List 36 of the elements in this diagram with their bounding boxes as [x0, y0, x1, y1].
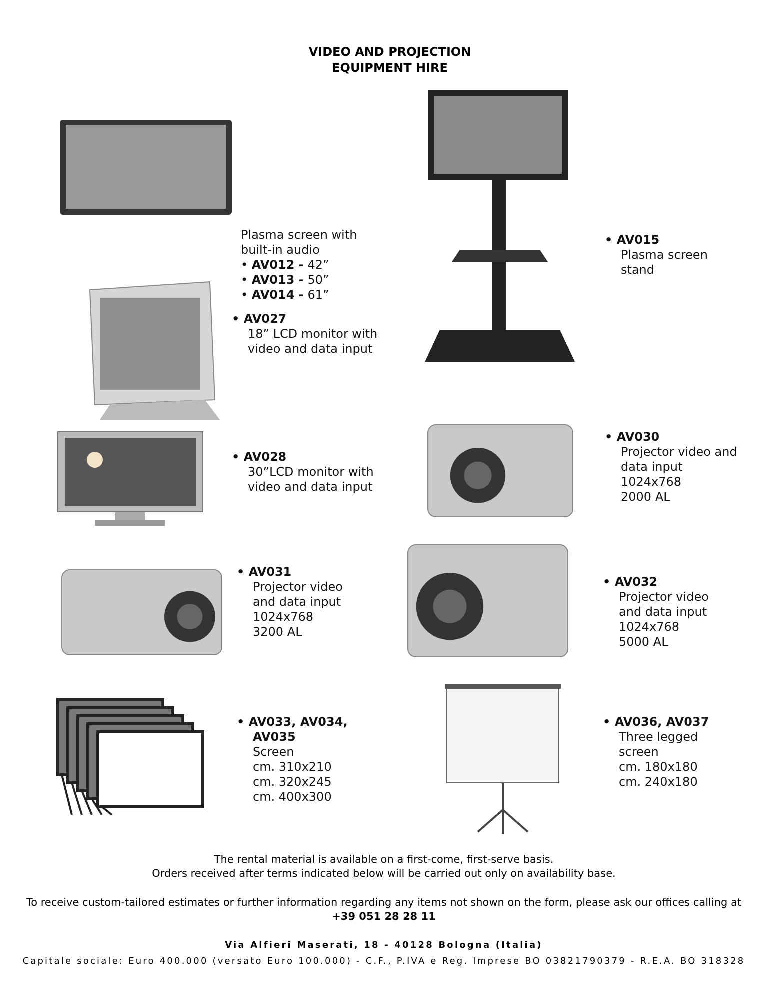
product-description: cm. 240x180	[619, 775, 699, 790]
product-code: • AV028	[232, 450, 288, 465]
product-description: 1024x768	[253, 610, 315, 625]
product-description: cm. 310x210	[253, 760, 333, 775]
product-description: Plasma screen with built-in audio	[241, 228, 358, 258]
page-title: VIDEO AND PROJECTION EQUIPMENT HIRE	[308, 44, 472, 76]
product-description: 18” LCD monitor with video and data input	[248, 327, 379, 357]
product-code: • AV036, AV037	[603, 715, 710, 730]
product-code: • AV015	[605, 233, 661, 248]
product-description: 30”LCD monitor with video and data input	[248, 465, 375, 495]
product-description: cm. 400x300	[253, 790, 333, 805]
product-description: cm. 180x180	[619, 760, 699, 775]
product-description: Projector video and data input	[619, 590, 710, 620]
product-description: Projector video and data input	[253, 580, 344, 610]
product-code-item: • AV014 - 61”	[241, 288, 330, 303]
product-description: Projector video and data input	[621, 445, 738, 475]
product-code: • AV033, AV034, AV035	[237, 715, 349, 745]
product-description: 1024x768	[621, 475, 683, 490]
product-code: • AV030	[605, 430, 661, 445]
product-code: • AV027	[232, 312, 288, 327]
product-description: 5000 AL	[619, 635, 670, 650]
product-description: 1024x768	[619, 620, 681, 635]
product-description: cm. 320x245	[253, 775, 333, 790]
product-code-item: • AV012 - 42”	[241, 258, 330, 273]
footer-text: Via Alfieri Maserati, 18 - 40128 Bologna (Italia)	[224, 941, 544, 951]
product-code: • AV031	[237, 565, 293, 580]
note-text: The rental material is available on a first-come, first-serve basis.	[213, 853, 555, 867]
footer-text: Capitale sociale: Euro 400.000 (versato Euro 100.000) - C.F., P.IVA e Reg. Imprese BO 03821790379 - R.E.A. BO 318328	[22, 957, 746, 967]
product-code: • AV032	[603, 575, 659, 590]
product-code-item: • AV013 - 50”	[241, 273, 330, 288]
note-text: To receive custom-tailored estimates or further information regarding any items not shown on the form, please ask our offices calling at +39 051 28 28 11	[25, 896, 743, 924]
note-text: Orders received after terms indicated below will be carried out only on availability base.	[151, 867, 617, 881]
product-description: 3200 AL	[253, 625, 304, 640]
product-description: Plasma screen stand	[621, 248, 709, 278]
product-description: Screen	[253, 745, 296, 760]
product-description: 2000 AL	[621, 490, 672, 505]
